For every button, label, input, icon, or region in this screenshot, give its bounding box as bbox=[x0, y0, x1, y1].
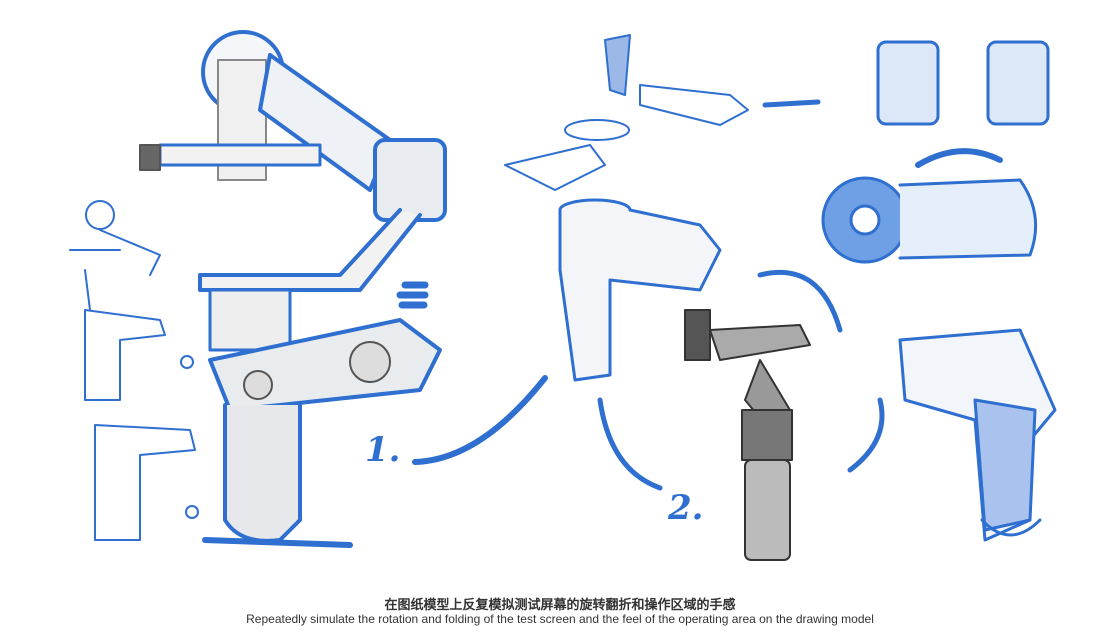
grip-sketch bbox=[898, 328, 1057, 542]
step-1-label: 1. bbox=[365, 430, 401, 470]
side-sketches bbox=[69, 200, 199, 541]
screen-variants bbox=[876, 40, 1050, 168]
flow-stroke bbox=[597, 397, 663, 491]
main-gimbal-sketch bbox=[139, 30, 447, 548]
screen-fold-sketches bbox=[504, 34, 821, 191]
flow-stroke bbox=[847, 397, 885, 473]
gimbal-photo bbox=[684, 309, 811, 561]
caption-chinese: 在图纸模型上反复模拟测试屏幕的旋转翻折和操作区域的手感 bbox=[384, 598, 736, 613]
flow-arrow bbox=[757, 269, 843, 333]
caption-english: Repeatedly simulate the rotation and fol… bbox=[246, 612, 874, 626]
flow-stroke bbox=[412, 375, 548, 465]
handle-sketch bbox=[558, 198, 722, 382]
step-2-label: 2. bbox=[668, 488, 704, 528]
gimbal-sketch-illustration bbox=[69, 30, 1057, 561]
camera-sketch bbox=[821, 176, 1038, 264]
